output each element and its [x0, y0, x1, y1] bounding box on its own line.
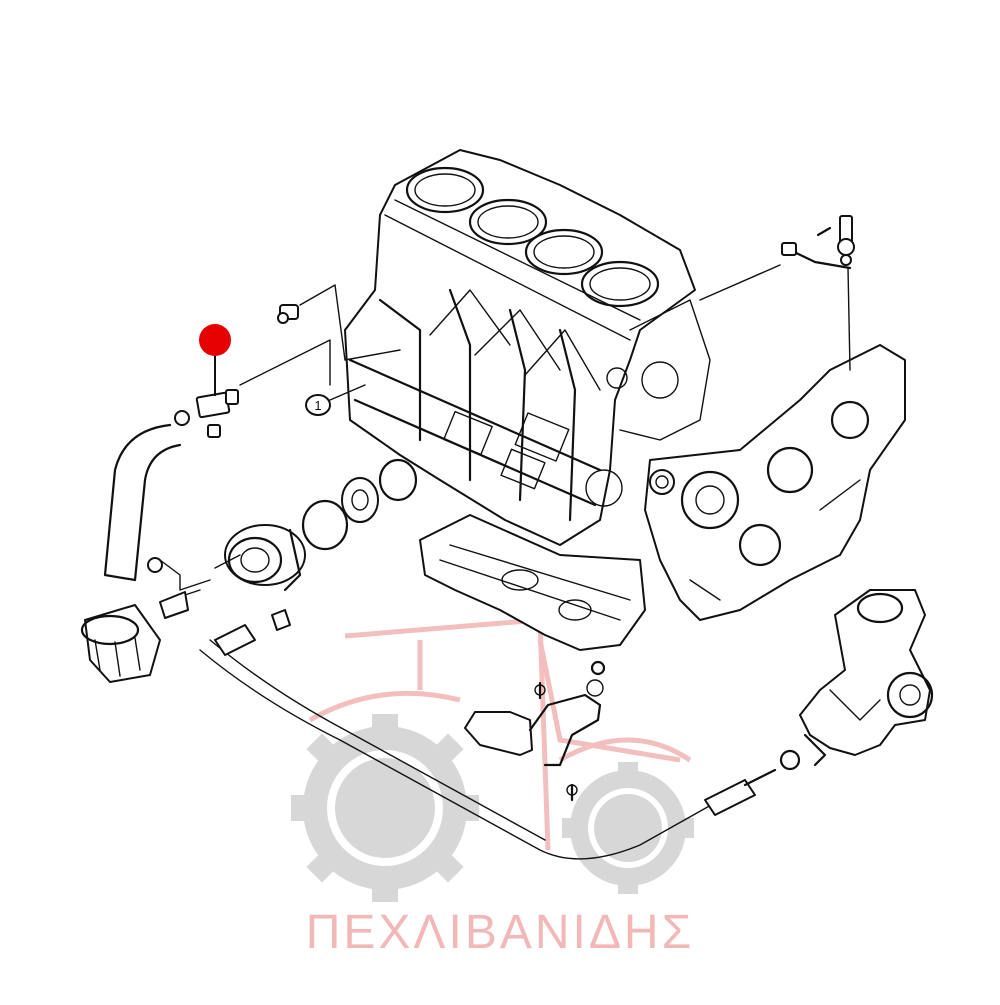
timing-gear-case — [644, 344, 906, 621]
watermark-front-wheel — [562, 762, 694, 894]
watermark-tractor-logo — [291, 617, 694, 902]
oil-filter — [80, 604, 161, 683]
oil-hose — [103, 410, 211, 591]
marker-dot[interactable] — [199, 324, 231, 356]
oil-cooler — [224, 524, 306, 592]
water-pump — [779, 589, 934, 771]
callout-number: 1 — [314, 398, 321, 413]
oil-pan — [419, 514, 646, 676]
part-marker[interactable] — [199, 324, 231, 396]
relief-valve-fitting — [195, 339, 331, 438]
watermark-rear-wheel — [291, 714, 479, 902]
sensor-fitting — [277, 284, 401, 361]
o-rings — [301, 458, 418, 551]
watermark-brand-text: ΠΕΧΛΙΒΑΝΙΔΗΣ — [305, 906, 695, 959]
callout-1: 1 — [305, 384, 366, 416]
watermark-tractor-outline — [308, 617, 692, 851]
oil-strainer — [464, 679, 604, 802]
drain-pipe — [159, 554, 777, 860]
oil-pipe-top — [699, 215, 855, 371]
